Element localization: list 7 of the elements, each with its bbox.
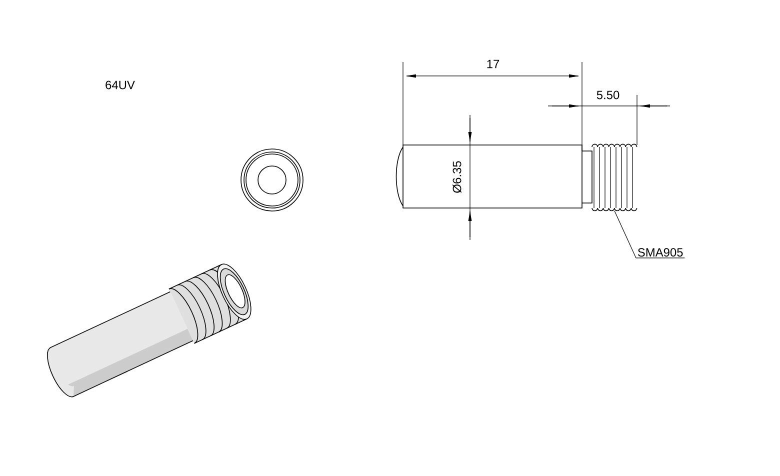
callout-label: SMA905 [636,248,685,258]
model-label: 64UV [106,80,135,90]
dimension-label: 17 [487,60,500,68]
thread-drawing [592,144,638,212]
dimension-label: 5.50 [596,90,620,100]
leader-line [614,210,636,258]
dimension-label: Ø6.35 [452,161,462,193]
